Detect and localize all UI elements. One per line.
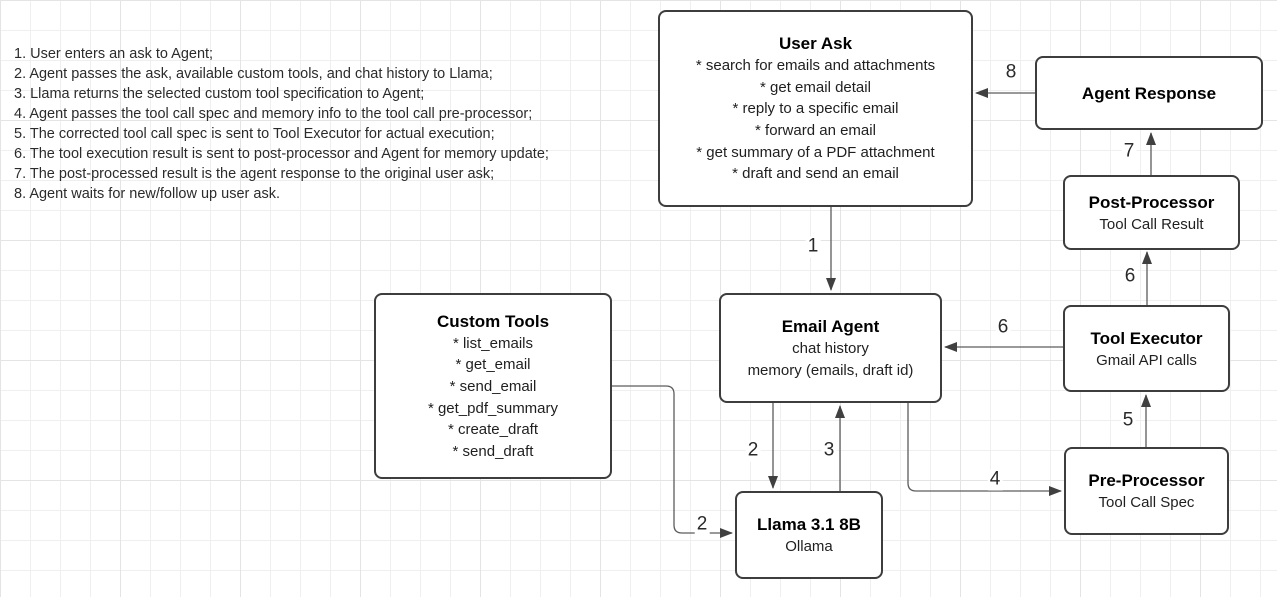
- arrow-label-step2-tools: 2: [694, 513, 710, 536]
- node-title: Llama 3.1 8B: [757, 515, 861, 534]
- node-title: Pre-Processor: [1088, 471, 1205, 490]
- node-custom-tools: Custom Tools * list_emails * get_email * s…: [374, 293, 612, 479]
- node-tool-executor: Tool Executor Gmail API calls: [1063, 305, 1230, 392]
- connector-step4-agent-to-preprocessor: [907, 402, 1062, 496]
- node-title: Post-Processor: [1088, 192, 1215, 212]
- connector-step2-tools-to-llama: [612, 385, 733, 538]
- arrow-label-step6-agent: 6: [995, 316, 1011, 339]
- node-title: Agent Response: [1081, 83, 1217, 103]
- legend-step-line: 1. User enters an ask to Agent;: [14, 46, 214, 62]
- arrow-label-step5: 5: [1120, 409, 1136, 432]
- custom-tool-item: * send_draft: [452, 442, 534, 460]
- arrow-label-step1: 1: [805, 235, 821, 258]
- email-agent-line: memory (emails, draft id): [747, 361, 914, 379]
- node-user-ask-items: * search for emails and attachments * get…: [696, 55, 935, 185]
- user-ask-item: * search for emails and attachments: [695, 57, 936, 75]
- legend-steps: 1. User enters an ask to Agent; 2. Agent …: [14, 44, 549, 204]
- arrow-label-step2-agent: 2: [745, 439, 761, 462]
- node-subtitle: Ollama: [785, 538, 833, 555]
- user-ask-item: * get summary of a PDF attachment: [696, 143, 935, 161]
- arrow-label-step8: 8: [1003, 61, 1019, 84]
- arrow-label-step4: 4: [987, 468, 1003, 491]
- legend-step-line: 3. Llama returns the selected custom too…: [14, 86, 425, 102]
- arrow-label-step3: 3: [821, 439, 837, 462]
- node-user-ask: User Ask * search for emails and attachm…: [658, 10, 973, 207]
- legend-step-line: 5. The corrected tool call spec is sent …: [14, 126, 495, 142]
- node-email-agent-lines: chat history memory (emails, draft id): [748, 338, 914, 381]
- email-agent-line: chat history: [792, 339, 869, 357]
- arrow-label-step7: 7: [1121, 140, 1137, 163]
- user-ask-item: * draft and send an email: [732, 165, 899, 183]
- node-title: User Ask: [778, 34, 853, 54]
- node-title: Email Agent: [781, 316, 880, 336]
- user-ask-item: * reply to a specific email: [732, 100, 899, 118]
- legend-step-line: 2. Agent passes the ask, available custo…: [14, 66, 493, 82]
- user-ask-item: * get email detail: [760, 78, 871, 96]
- legend-step-line: 6. The tool execution result is sent to …: [14, 146, 549, 162]
- node-title: Tool Executor: [1090, 328, 1203, 348]
- arrow-label-step6-post: 6: [1122, 265, 1138, 288]
- custom-tool-item: * get_pdf_summary: [427, 399, 559, 417]
- custom-tool-item: * list_emails: [452, 334, 533, 352]
- legend-step-line: 4. Agent passes the tool call spec and m…: [14, 106, 533, 122]
- node-agent-response: Agent Response: [1035, 56, 1263, 130]
- node-email-agent: Email Agent chat history memory (emails, …: [719, 293, 942, 403]
- node-subtitle: Gmail API calls: [1096, 351, 1197, 369]
- custom-tool-item: * create_draft: [447, 421, 539, 439]
- legend-step-line: 8. Agent waits for new/follow up user as…: [14, 186, 280, 202]
- legend-step-line: 7. The post-processed result is the agen…: [14, 166, 495, 182]
- node-custom-tools-items: * list_emails * get_email * send_email * ge…: [428, 333, 558, 463]
- user-ask-item: * forward an email: [755, 122, 876, 139]
- node-pre-processor: Pre-Processor Tool Call Spec: [1064, 447, 1229, 535]
- custom-tool-item: * send_email: [449, 377, 537, 395]
- custom-tool-item: * get_email: [455, 356, 531, 374]
- node-llama: Llama 3.1 8B Ollama: [735, 491, 883, 579]
- node-title: Custom Tools: [436, 311, 550, 331]
- node-subtitle: Tool Call Spec: [1098, 494, 1195, 511]
- node-post-processor: Post-Processor Tool Call Result: [1063, 175, 1240, 250]
- node-subtitle: Tool Call Result: [1099, 215, 1204, 233]
